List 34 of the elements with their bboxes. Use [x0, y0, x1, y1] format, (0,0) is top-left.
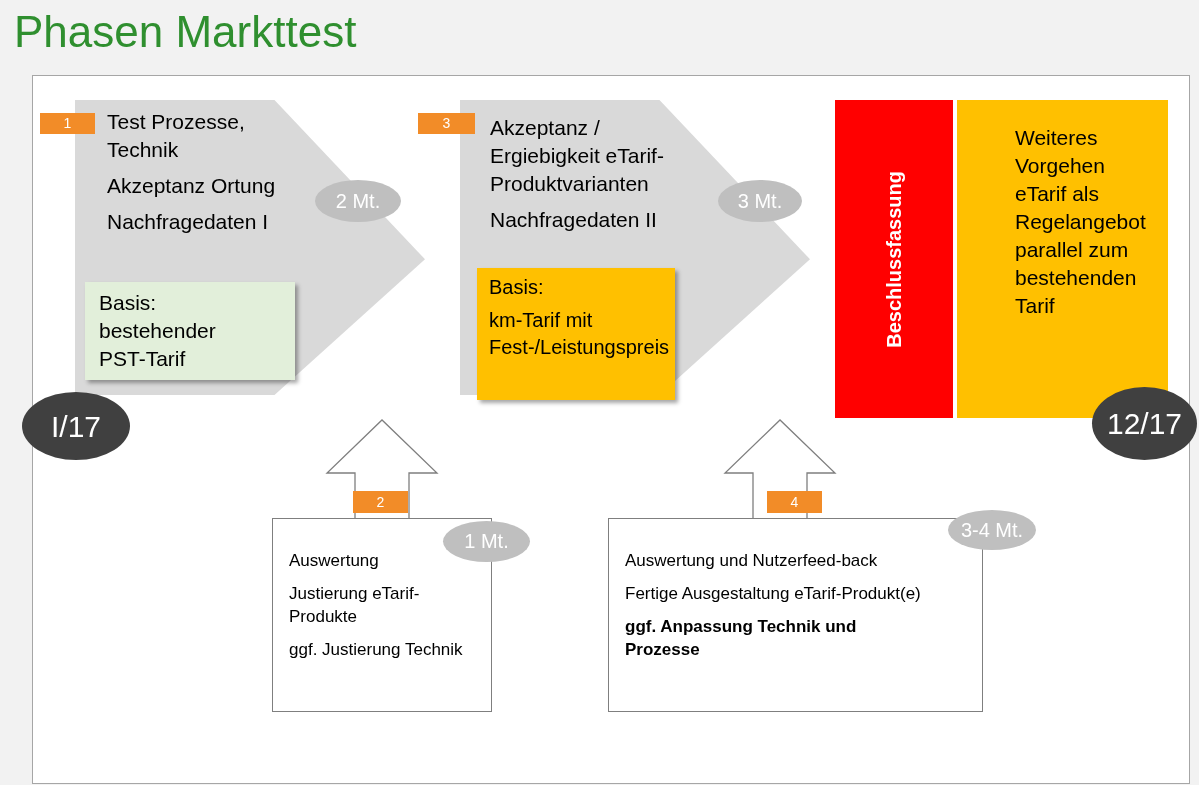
- phase-text: Test Prozesse, Technik: [107, 109, 246, 163]
- task-text: ggf. Anpassung Technik und Prozesse: [625, 616, 858, 661]
- box-text: Weiteres Vorgehen eTarif als Regelangebot parallel zum bestehenden Tarif: [1015, 125, 1147, 319]
- box-text: 2 Mt.: [335, 188, 381, 214]
- box-text: km-Tarif mit Fest-/Leistungspreis: [489, 308, 670, 360]
- task-text: Auswertung: [289, 550, 380, 572]
- phase-text: Akzeptanz / Ergiebigkeit eTarif-Produktvarianten: [490, 115, 665, 197]
- box-text: 3 Mt.: [737, 188, 783, 214]
- vertical-label: Beschlussfassung: [881, 170, 906, 348]
- box-text: Basis: bestehender PST-Tarif: [99, 290, 217, 372]
- box-text: 12/17: [1106, 406, 1183, 442]
- task-text: ggf. Justierung Technik: [289, 639, 464, 661]
- number-tag: [767, 491, 822, 513]
- number-tag: [40, 113, 95, 134]
- decision-box: [835, 100, 953, 418]
- number-tag: [353, 491, 408, 513]
- basis-box: [85, 282, 295, 380]
- box-text: 3-4 Mt.: [960, 517, 1024, 543]
- task-text: Auswertung und Nutzerfeed-back: [625, 550, 879, 572]
- number-tag: [418, 113, 475, 134]
- tag-number: 2: [376, 492, 385, 512]
- phase-text: Akzeptanz Ortung: [107, 173, 277, 199]
- task-text: Justierung eTarif-Produkte: [289, 583, 421, 628]
- box-text: I/17: [50, 408, 101, 445]
- box-text: 1 Mt.: [464, 529, 509, 554]
- tag-number: 1: [63, 114, 72, 133]
- slide-title: Phasen Markttest: [14, 6, 357, 58]
- tag-number: 4: [790, 492, 799, 512]
- box-text: Basis:: [489, 275, 544, 300]
- task-text: Fertige Ausgestaltung eTarif-Produkt(e): [625, 583, 922, 605]
- phase-text: Nachfragedaten I: [107, 209, 270, 235]
- phase-text: Nachfragedaten II: [490, 207, 658, 233]
- basis-box: [477, 268, 675, 400]
- tag-number: 3: [442, 114, 451, 133]
